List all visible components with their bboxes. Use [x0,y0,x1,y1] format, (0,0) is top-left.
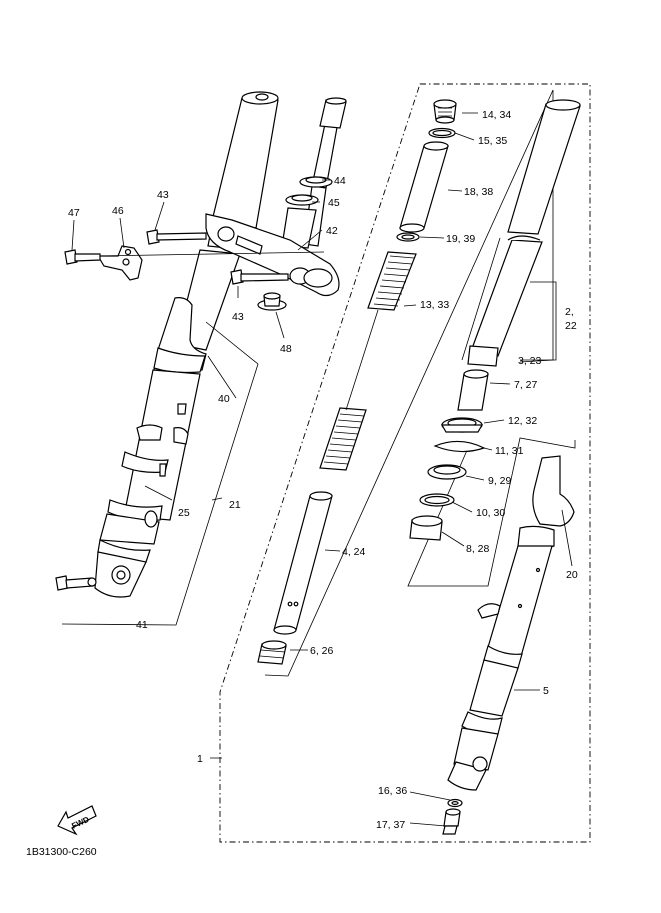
label-43-lower: 43 [232,311,244,323]
washer-19 [396,232,420,242]
label-6-26: 6, 26 [310,645,334,657]
label-14-34: 14, 34 [482,109,511,121]
label-8-28: 8, 28 [466,543,490,555]
under-bracket [205,213,340,297]
diagram-code: 1B31300-C260 [26,846,97,858]
label-13-33: 13, 33 [420,299,449,311]
label-1: 1 [197,753,203,765]
label-21: 21 [229,499,241,511]
bolt-43-upper [146,229,207,245]
fwd-arrow-icon: FWD [57,805,97,836]
clip-11 [433,440,486,453]
spring-axis [345,309,379,411]
internals-outline [264,89,554,677]
label-42: 42 [326,225,338,237]
label-18-38: 18, 38 [464,186,493,198]
bolt-41 [55,575,97,591]
slide-bushing-7 [457,369,489,411]
label-7-27: 7, 27 [514,379,538,391]
bolt-17 [442,808,461,835]
label-4-24: 4, 24 [342,546,366,558]
label-45: 45 [328,197,340,209]
spring-13-upper [367,251,417,311]
right-outer-tube-5 [447,525,555,791]
right-inner-box [407,437,576,587]
o-ring-15 [428,127,456,139]
label-46: 46 [112,205,124,217]
dust-seal-12 [440,417,484,433]
leader-right-group [210,112,573,827]
leader-40-21 [61,321,259,626]
label-5: 5 [543,685,549,697]
label-25: 25 [178,507,190,519]
leader-46-47 [71,217,325,257]
label-10-30: 10, 30 [476,507,505,519]
label-19-39: 19, 39 [446,233,475,245]
spacer-18 [399,141,449,233]
inner-tube-2 [467,99,581,367]
steering-stem [281,97,347,249]
spring-13-lower [319,407,367,471]
label-16-36: 16, 36 [378,785,407,797]
label-40: 40 [218,393,230,405]
leader-44-45 [312,179,330,203]
cap-bolt-14 [433,99,457,124]
leader-21 [211,497,223,501]
label-22: 22 [565,320,577,332]
label-44: 44 [334,175,346,187]
slide-metal-8 [409,515,443,541]
label-17-37: 17, 37 [376,819,405,831]
label-11-31: 11, 31 [495,445,524,457]
leader-43-upper [154,201,165,231]
label-2: 2, [565,306,574,318]
bolt-43-lower [230,269,289,285]
bolt-47 [64,249,101,265]
left-outer-tube [94,297,207,598]
assembly-outline [219,83,591,843]
stay-46 [96,245,143,281]
label-47: 47 [68,207,80,219]
damper-rod-4 [273,491,333,635]
washer-48 [257,292,287,311]
oil-seal-9 [427,464,467,480]
label-48: 48 [280,343,292,355]
washer-10 [419,493,455,507]
leader-25 [144,485,173,501]
label-12-32: 12, 32 [508,415,537,427]
leader-42 [297,229,323,251]
label-3-23: 3, 23 [518,355,542,367]
washer-16 [447,798,463,808]
label-9-29: 9, 29 [488,475,512,487]
outer-tube-cap-20 [532,455,575,527]
label-43-upper: 43 [157,189,169,201]
label-41: 41 [136,619,148,631]
leader-48 [275,311,285,339]
oil-lock-6 [257,640,287,665]
label-15-35: 15, 35 [478,135,507,147]
label-20: 20 [566,569,578,581]
